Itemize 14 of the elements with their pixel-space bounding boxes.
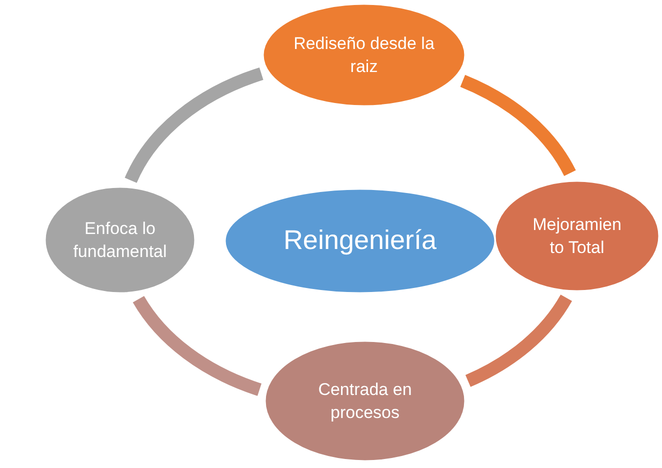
ellipse-node: [494, 180, 660, 292]
ring-arc-connector: [133, 296, 262, 396]
ellipse-node: [262, 3, 466, 107]
ellipse-node: [44, 186, 196, 294]
ring-arc-connector: [465, 294, 572, 387]
ring-arc-connector: [460, 74, 576, 176]
node-label: Mejoramien to Total: [532, 214, 622, 259]
ellipse-node: [264, 340, 466, 462]
node-label: Rediseño desde la raiz: [292, 32, 436, 78]
node-label: Reingeniería: [283, 224, 437, 258]
node-label: Centrada en procesos: [317, 378, 413, 424]
node-label: Enfoca lo fundamental: [72, 218, 168, 263]
ring-arc-connector: [124, 68, 264, 184]
ellipse-node: [224, 188, 496, 294]
